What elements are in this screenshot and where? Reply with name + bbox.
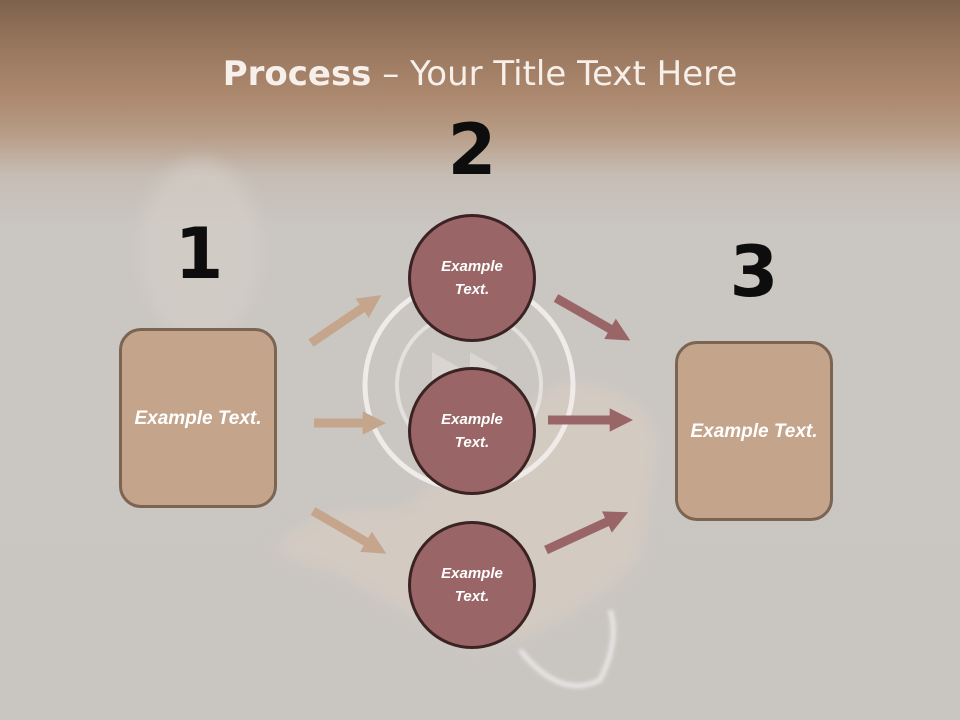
title-bold: Process [222,54,372,94]
arrow-left-up [308,295,382,347]
step-number-3: 3 [729,231,779,313]
circle-bottom-text: Example Text. [441,565,503,605]
left-box: Example Text. [119,328,277,508]
title-rest: – Your Title Text Here [371,54,738,94]
slide-title: Process – Your Title Text Here [0,52,960,96]
circle-bottom: Example Text. [408,521,536,649]
arrow-right-up [544,511,629,555]
step-number-1: 1 [174,213,224,295]
right-box: Example Text. [675,341,833,521]
circle-middle: Example Text. [408,367,536,495]
circle-top: Example Text. [408,214,536,342]
step-number-2: 2 [447,109,497,191]
circle-top-text: Example Text. [441,258,503,298]
arrow-right-down [553,294,631,341]
arrow-left-down [310,507,387,554]
left-box-text: Example Text. [134,407,262,429]
right-box-text: Example Text. [690,420,818,442]
circle-middle-text: Example Text. [441,411,503,451]
